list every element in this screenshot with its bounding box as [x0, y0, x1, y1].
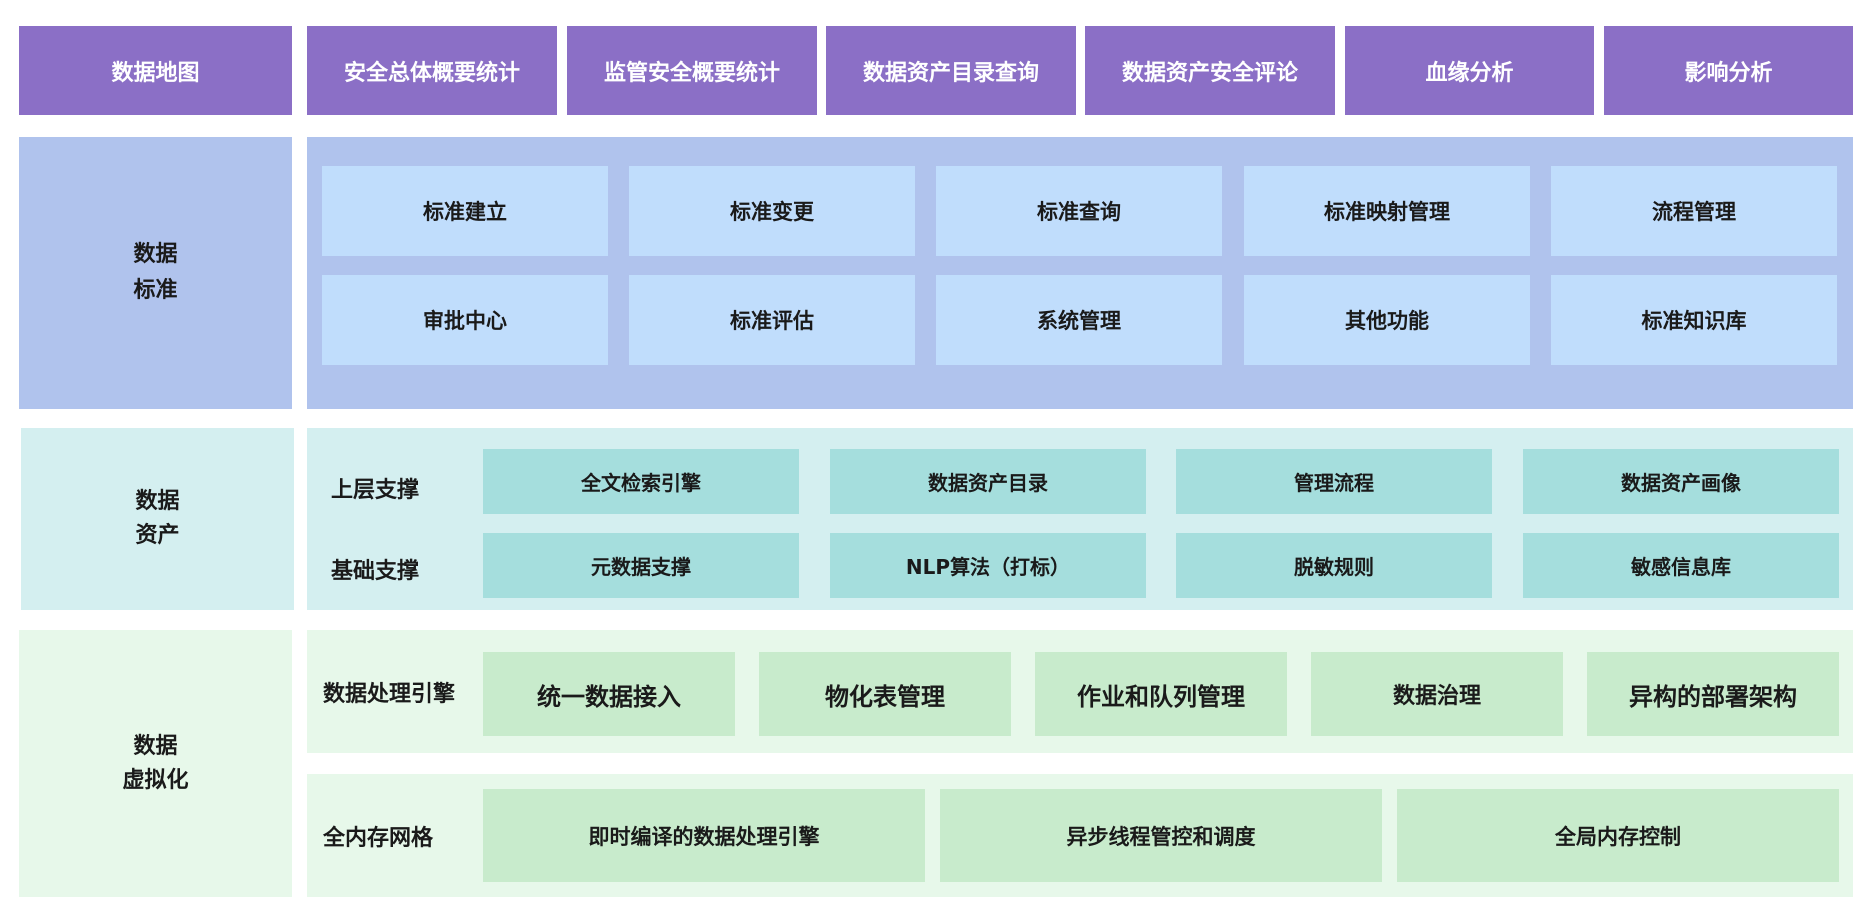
- std-item[interactable]: 流程管理: [1551, 166, 1837, 256]
- asset-upper-item[interactable]: 管理流程: [1176, 449, 1492, 514]
- engine-item[interactable]: 统一数据接入: [483, 652, 735, 736]
- std-item[interactable]: 标准建立: [322, 166, 608, 256]
- std-item[interactable]: 其他功能: [1244, 275, 1530, 365]
- upper-support-label: 上层支撑: [331, 478, 420, 503]
- asset-base-item[interactable]: 脱敏规则: [1176, 533, 1492, 598]
- std-item[interactable]: 标准评估: [629, 275, 915, 365]
- data-standard-title-line2: 标准: [133, 278, 178, 303]
- data-assets-title-line1: 数据: [135, 489, 180, 514]
- std-item[interactable]: 系统管理: [936, 275, 1222, 365]
- std-item[interactable]: 标准变更: [629, 166, 915, 256]
- tab-impact-analysis[interactable]: 影响分析: [1604, 26, 1853, 115]
- grid-item[interactable]: 全局内存控制: [1397, 789, 1839, 882]
- asset-upper-item[interactable]: 数据资产画像: [1523, 449, 1839, 514]
- asset-base-item[interactable]: NLP算法（打标）: [830, 533, 1146, 598]
- tab-security-overview[interactable]: 安全总体概要统计: [307, 26, 557, 115]
- data-virtualization-title-line2: 虚拟化: [122, 767, 189, 793]
- tab-data-map[interactable]: 数据地图: [19, 26, 292, 115]
- std-item[interactable]: 标准知识库: [1551, 275, 1837, 365]
- data-assets-label: 数据 资产: [21, 428, 294, 610]
- asset-base-item[interactable]: 元数据支撑: [483, 533, 799, 598]
- processing-engine-label: 数据处理引擎: [323, 682, 456, 707]
- base-support-label: 基础支撑: [331, 559, 420, 584]
- tab-asset-security-review[interactable]: 数据资产安全评论: [1085, 26, 1335, 115]
- engine-item[interactable]: 物化表管理: [759, 652, 1011, 736]
- std-item[interactable]: 标准映射管理: [1244, 166, 1530, 256]
- data-assets-title-line2: 资产: [135, 523, 180, 548]
- tab-asset-catalog-query[interactable]: 数据资产目录查询: [826, 26, 1076, 115]
- engine-item[interactable]: 作业和队列管理: [1035, 652, 1287, 736]
- data-virtualization-title-line1: 数据: [133, 733, 178, 759]
- asset-upper-item[interactable]: 全文检索引擎: [483, 449, 799, 514]
- tab-regulatory-security-overview[interactable]: 监管安全概要统计: [567, 26, 817, 115]
- grid-item[interactable]: 即时编译的数据处理引擎: [483, 789, 925, 882]
- tab-lineage-analysis[interactable]: 血缘分析: [1345, 26, 1594, 115]
- std-item[interactable]: 审批中心: [322, 275, 608, 365]
- data-standard-title-line1: 数据: [133, 242, 178, 267]
- asset-base-item[interactable]: 敏感信息库: [1523, 533, 1839, 598]
- engine-item[interactable]: 异构的部署架构: [1587, 652, 1839, 736]
- data-virtualization-label: 数据 虚拟化: [19, 630, 292, 897]
- grid-item[interactable]: 异步线程管控和调度: [940, 789, 1382, 882]
- std-item[interactable]: 标准查询: [936, 166, 1222, 256]
- data-standard-label: 数据 标准: [19, 137, 292, 409]
- memory-grid-label: 全内存网格: [323, 826, 434, 851]
- engine-item[interactable]: 数据治理: [1311, 652, 1563, 736]
- asset-upper-item[interactable]: 数据资产目录: [830, 449, 1146, 514]
